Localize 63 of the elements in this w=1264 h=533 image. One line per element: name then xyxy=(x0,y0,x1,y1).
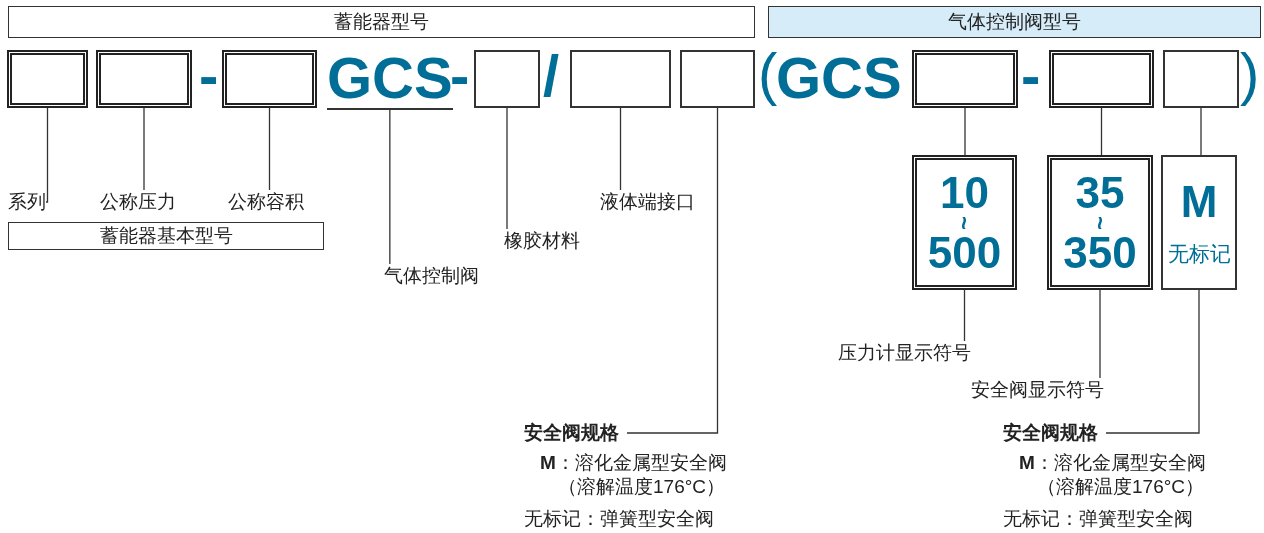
field-label: 系列 xyxy=(8,190,46,214)
option-value: 10 xyxy=(940,169,989,216)
option-value: M xyxy=(1180,178,1218,225)
leader-line xyxy=(268,107,271,191)
label-text: 蓄能器型号 xyxy=(334,10,429,34)
leader-line xyxy=(1100,107,1103,156)
code-slot-box xyxy=(96,50,192,108)
note-text: （溶解温度176°C） xyxy=(558,475,726,499)
leader-line xyxy=(964,107,966,156)
field-label: 橡胶材料 xyxy=(504,229,580,253)
option-box xyxy=(1047,155,1153,290)
note-text: 无标记：弹簧型安全阀 xyxy=(1003,507,1193,531)
option-value: 500 xyxy=(927,229,1002,276)
leader-line xyxy=(1105,289,1200,434)
heading-bar xyxy=(768,6,1261,38)
field-label: 液体端接口 xyxy=(600,190,695,214)
note-text: M：溶化金属型安全阀 xyxy=(1019,451,1206,475)
parenthesis-text: ) xyxy=(1240,44,1260,104)
leader-line xyxy=(1099,289,1101,379)
leader-line xyxy=(626,107,719,434)
separator-text: - xyxy=(1021,46,1041,106)
group-label-bar xyxy=(8,222,324,250)
option-text: 无标记 xyxy=(1167,240,1231,267)
option-box xyxy=(912,155,1017,290)
field-label: 公称压力 xyxy=(100,190,176,214)
leader-line xyxy=(619,107,622,191)
parenthesis-text: ( xyxy=(758,44,778,104)
leader-line xyxy=(389,109,391,265)
separator-text: - xyxy=(450,46,470,106)
label-text: 蓄能器基本型号 xyxy=(99,224,233,248)
note-text: M：溶化金属型安全阀 xyxy=(540,451,727,475)
field-label: 压力计显示符号 xyxy=(813,341,971,365)
field-label: 气体控制阀 xyxy=(384,264,479,288)
field-label: 安全阀显示符号 xyxy=(946,378,1104,402)
note-text: 无标记：弹簧型安全阀 xyxy=(524,507,714,531)
note-text: （溶解温度176°C） xyxy=(1037,475,1205,499)
code-slot-box xyxy=(912,50,1018,108)
code-slot-box xyxy=(7,50,88,108)
leader-line xyxy=(506,107,508,230)
option-value: 35 xyxy=(1075,169,1125,216)
option-value: 350 xyxy=(1063,229,1137,276)
separator-text: / xyxy=(543,46,560,106)
code-slot-box xyxy=(680,50,755,108)
leader-line xyxy=(963,289,966,342)
underlined-model-code-text: GCS xyxy=(327,48,453,110)
label-text: 气体控制阀型号 xyxy=(948,10,1081,34)
separator-text: - xyxy=(199,46,219,106)
code-slot-box xyxy=(1049,50,1154,108)
range-symbol: ~ xyxy=(1093,215,1107,230)
code-slot-box xyxy=(222,50,317,108)
field-label: 安全阀规格 xyxy=(1003,421,1106,445)
code-slot-box xyxy=(570,50,671,108)
option-box xyxy=(1161,155,1237,290)
leader-line xyxy=(143,107,145,191)
field-label: 公称容积 xyxy=(228,190,304,214)
model-code-text: GCS xyxy=(776,48,902,108)
leader-line xyxy=(1200,107,1202,156)
heading-bar xyxy=(8,6,755,38)
code-slot-box xyxy=(1163,50,1239,108)
range-symbol: ~ xyxy=(957,215,972,230)
field-label: 安全阀规格 xyxy=(524,421,627,445)
leader-line xyxy=(45,107,49,203)
code-slot-box xyxy=(474,50,540,108)
